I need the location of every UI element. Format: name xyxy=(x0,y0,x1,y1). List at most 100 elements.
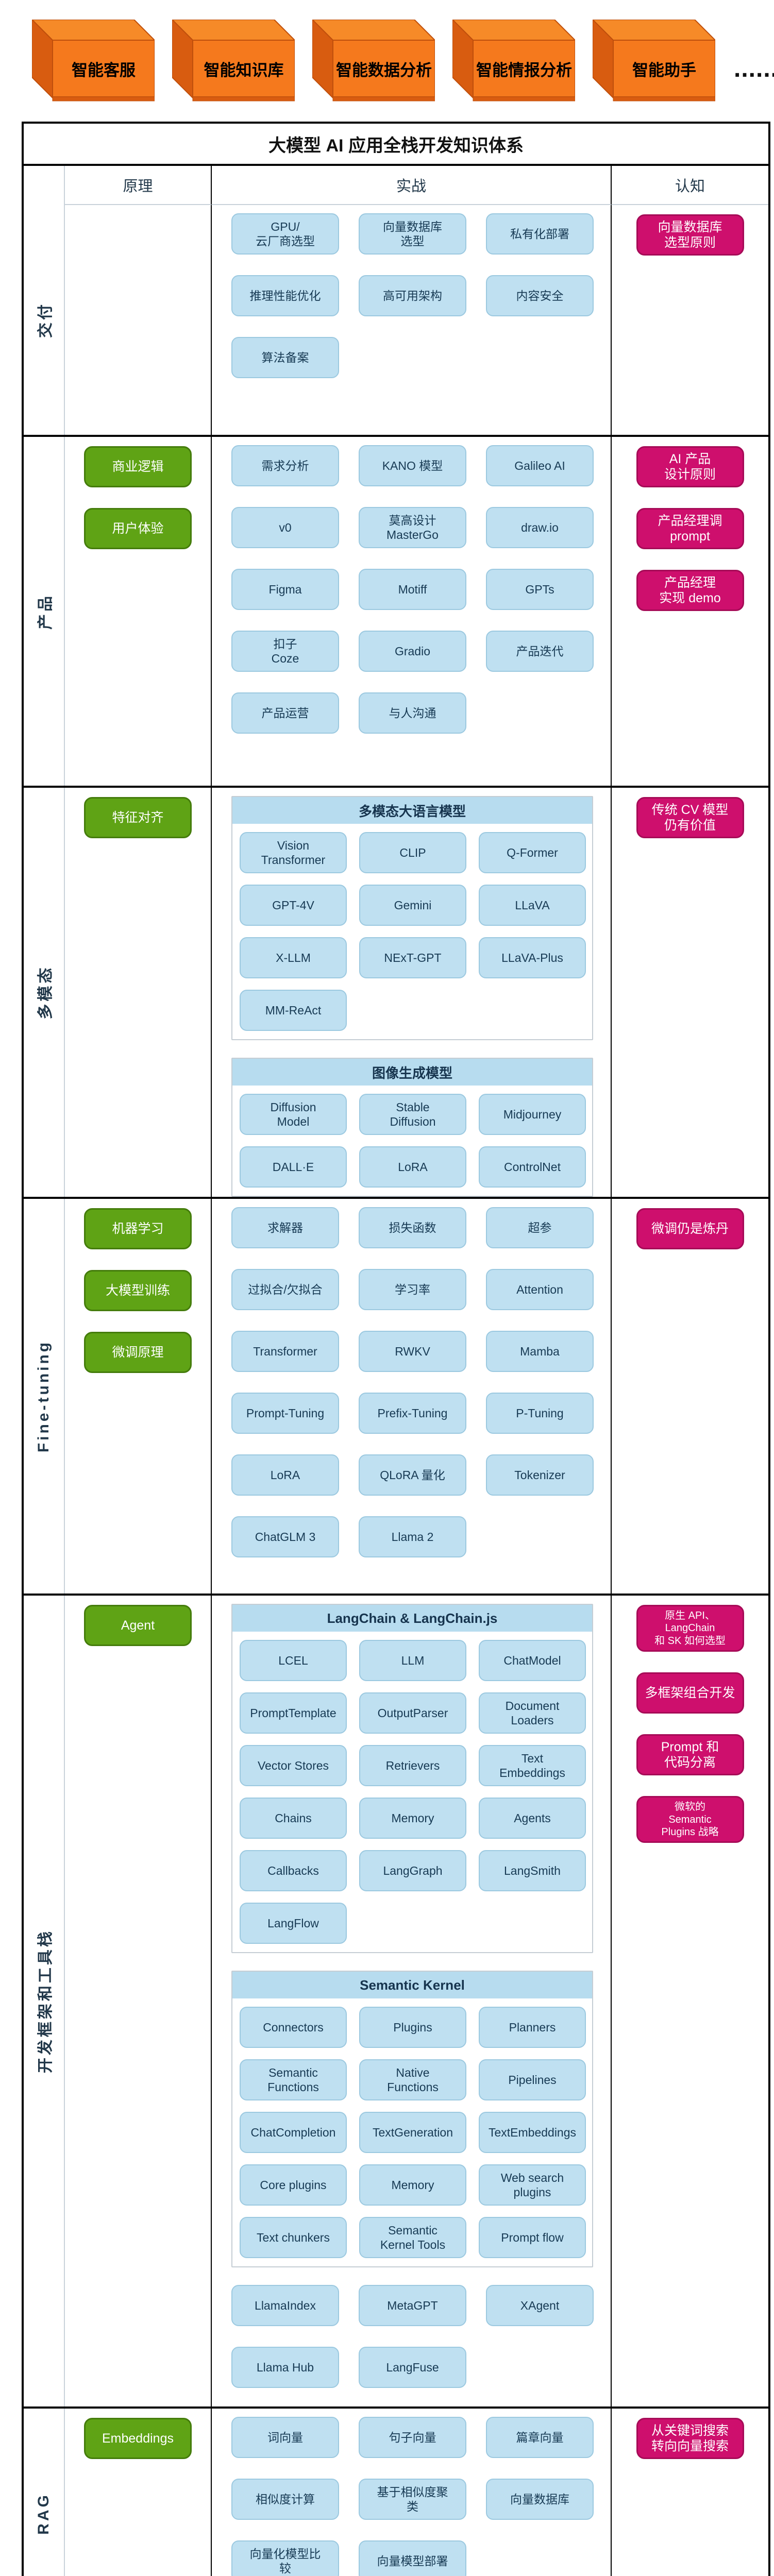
practice-node: LangFlow xyxy=(240,1903,347,1944)
practice-node: TextGeneration xyxy=(359,2112,466,2153)
cognition-node: 原生 API、 LangChain 和 SK 如何选型 xyxy=(636,1605,744,1652)
practice-node: ChatModel xyxy=(479,1640,586,1681)
practice-node: 基于相似度聚 类 xyxy=(359,2479,466,2520)
cognition-column: 从关键词搜索 转向向量搜索 xyxy=(612,2409,768,2576)
practice-node: Chains xyxy=(240,1798,347,1839)
section-label-cell: 多模态 xyxy=(24,788,65,1197)
practice-node: Pipelines xyxy=(479,2059,586,2100)
practice-node: Gemini xyxy=(359,885,466,926)
practice-node: Vision Transformer xyxy=(240,832,347,873)
practice-node: 向量数据库 xyxy=(486,2479,594,2520)
cognition-node: 传统 CV 模型 仍有价值 xyxy=(636,797,744,838)
principle-node: 大模型训练 xyxy=(84,1270,192,1311)
practice-grid: GPU/ 云厂商选型向量数据库 选型私有化部署推理性能优化高可用架构内容安全算法… xyxy=(231,213,594,378)
practice-node: Semantic Functions xyxy=(240,2059,347,2100)
practice-node: LLM xyxy=(359,1640,466,1681)
practice-node: 需求分析 xyxy=(231,445,339,486)
practice-node: 相似度计算 xyxy=(231,2479,339,2520)
section-label: Fine-tuning xyxy=(35,1340,52,1453)
cognition-column: 传统 CV 模型 仍有价值 xyxy=(612,788,768,1197)
grid-spacer xyxy=(486,2347,594,2388)
practice-node: 向量化模型比 较 xyxy=(231,2540,339,2576)
cognition-node: 多框架组合开发 xyxy=(636,1672,744,1714)
practice-node: LoRA xyxy=(231,1454,339,1496)
practice-node: 高可用架构 xyxy=(359,275,466,316)
practice-node: Retrievers xyxy=(359,1745,466,1786)
practice-column: GPU/ 云厂商选型向量数据库 选型私有化部署推理性能优化高可用架构内容安全算法… xyxy=(212,205,612,435)
cognition-node: AI 产品 设计原则 xyxy=(636,446,744,487)
practice-node: Vector Stores xyxy=(240,1745,347,1786)
practice-node: Llama Hub xyxy=(231,2347,339,2388)
column-header-principle: 原理 xyxy=(65,166,212,205)
banner-box-label: 智能客服 xyxy=(72,61,136,79)
practice-node: Stable Diffusion xyxy=(359,1094,466,1135)
section-label: 开发框架和工具栈 xyxy=(37,1929,54,2073)
practice-node: KANO 模型 xyxy=(359,445,466,486)
cognition-node: 向量数据库 选型原则 xyxy=(636,214,744,256)
practice-node: 学习率 xyxy=(359,1269,466,1310)
practice-node: 词向量 xyxy=(231,2417,339,2458)
principle-column: 特征对齐 xyxy=(65,788,212,1197)
practice-node: 私有化部署 xyxy=(486,213,594,255)
practice-node: 向量数据库 选型 xyxy=(359,213,466,255)
practice-node: 向量模型部署 xyxy=(359,2540,466,2576)
practice-node: Prefix-Tuning xyxy=(359,1393,466,1434)
practice-node: ChatGLM 3 xyxy=(231,1516,339,1557)
practice-node: 篇章向量 xyxy=(486,2417,594,2458)
practice-node: ControlNet xyxy=(479,1146,586,1188)
practice-node: NExT-GPT xyxy=(359,937,466,978)
practice-node: 产品运营 xyxy=(231,692,339,734)
practice-node: 推理性能优化 xyxy=(231,275,339,316)
practice-node: Motiff xyxy=(359,569,466,610)
practice-node: Prompt-Tuning xyxy=(231,1393,339,1434)
cognition-node: 微调仍是炼丹 xyxy=(636,1208,744,1249)
grid-spacer xyxy=(486,692,594,734)
practice-node: Galileo AI xyxy=(486,445,594,486)
practice-node: XAgent xyxy=(486,2285,594,2326)
practice-node: TextEmbeddings xyxy=(479,2112,586,2153)
practice-node: Core plugins xyxy=(240,2164,347,2206)
practice-node: Tokenizer xyxy=(486,1454,594,1496)
panel-title: Semantic Kernel xyxy=(232,1972,592,1998)
cognition-column: 微调仍是炼丹 xyxy=(612,1199,768,1594)
banner-box: 智能客服 xyxy=(32,20,155,102)
practice-node: 求解器 xyxy=(231,1207,339,1248)
practice-node: 句子向量 xyxy=(359,2417,466,2458)
banner-box: 智能知识库 xyxy=(172,20,295,102)
practice-node: draw.io xyxy=(486,507,594,548)
practice-column: 词向量句子向量篇章向量相似度计算基于相似度聚 类向量数据库向量化模型比 较向量模… xyxy=(212,2409,612,2576)
practice-node: 与人沟通 xyxy=(359,692,466,734)
section-label-cell: RAG xyxy=(24,2409,65,2576)
principle-node: 机器学习 xyxy=(84,1208,192,1249)
principle-column xyxy=(65,205,212,435)
practice-node: LlamaIndex xyxy=(231,2285,339,2326)
practice-node: OutputParser xyxy=(359,1692,466,1734)
practice-node: MetaGPT xyxy=(359,2285,466,2326)
practice-node: P-Tuning xyxy=(486,1393,594,1434)
practice-node: 算法备案 xyxy=(231,337,339,378)
practice-node: LoRA xyxy=(359,1146,466,1188)
practice-node: Memory xyxy=(359,1798,466,1839)
practice-node: Connectors xyxy=(240,2007,347,2048)
practice-node: Callbacks xyxy=(240,1850,347,1891)
practice-node: Text Embeddings xyxy=(479,1745,586,1786)
cognition-node: 从关键词搜索 转向向量搜索 xyxy=(636,2418,744,2459)
practice-node: Mamba xyxy=(486,1331,594,1372)
practice-node: 超参 xyxy=(486,1207,594,1248)
practice-node: LangFuse xyxy=(359,2347,466,2388)
section-label-cell: Fine-tuning xyxy=(24,1199,65,1594)
principle-node: 特征对齐 xyxy=(84,797,192,838)
panel-title: 多模态大语言模型 xyxy=(232,797,592,824)
section-label-cell: 产品 xyxy=(24,437,65,786)
